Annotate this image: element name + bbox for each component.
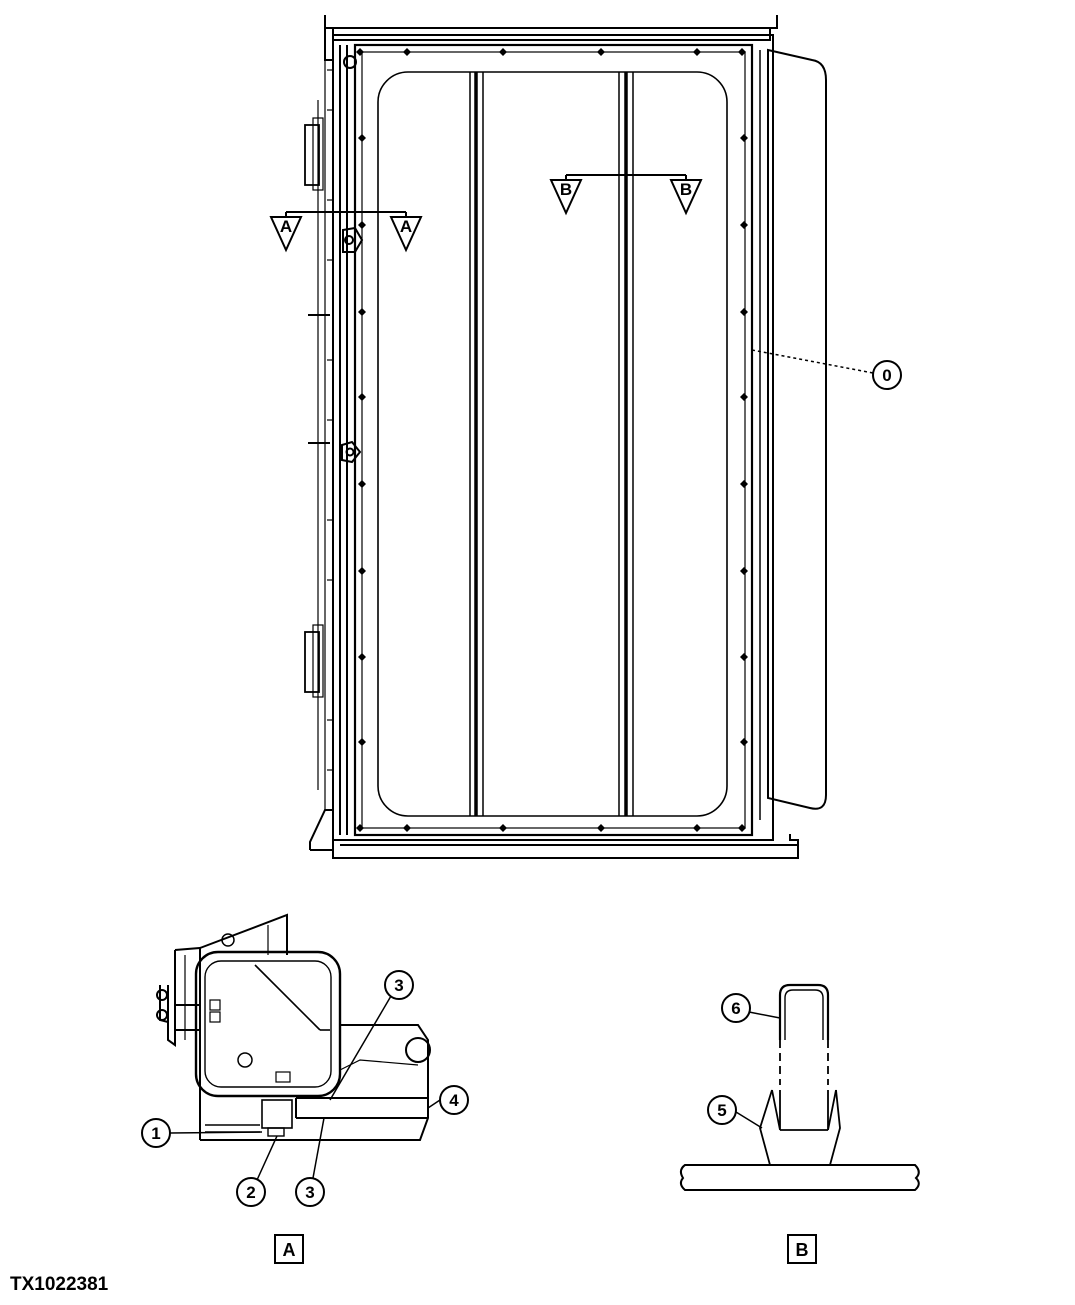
fastener-bolt: [358, 134, 366, 142]
callout-1: 1: [141, 1118, 263, 1148]
fastener-bolt: [403, 824, 411, 832]
fastener-bolt: [740, 567, 748, 575]
fastener-bolt: [740, 134, 748, 142]
callout-2: 2: [236, 1135, 278, 1207]
callout-3-top-label: 3: [394, 976, 403, 995]
fastener-bolt: [358, 738, 366, 746]
fastener-bolt: [499, 824, 507, 832]
callout-5-label: 5: [717, 1101, 726, 1120]
fastener-bolt: [356, 48, 364, 56]
view-label-a: A: [274, 1234, 304, 1264]
section-cut-a: A A: [269, 211, 423, 253]
callout-3-top: 3: [329, 970, 414, 1101]
callout-6-label: 6: [731, 999, 740, 1018]
detail-view-b: [679, 983, 920, 1191]
callout-3-bottom: 3: [295, 1117, 325, 1207]
fastener-bolt: [358, 308, 366, 316]
section-a-right-label: A: [400, 217, 412, 236]
fastener-bolt: [740, 480, 748, 488]
fastener-bolt: [358, 653, 366, 661]
callout-3-bottom-label: 3: [305, 1183, 314, 1202]
fastener-bolt: [740, 738, 748, 746]
door-assembly: [304, 15, 827, 859]
view-label-b: B: [787, 1234, 817, 1264]
fastener-bolt: [358, 567, 366, 575]
view-label-a-text: A: [283, 1240, 296, 1260]
fastener-bolt: [740, 308, 748, 316]
fastener-bolt: [738, 48, 746, 56]
section-b-right-label: B: [680, 180, 692, 199]
fastener-bolt: [358, 480, 366, 488]
fastener-bolt: [358, 221, 366, 229]
callout-6: 6: [721, 993, 781, 1023]
fastener-bolt: [403, 48, 411, 56]
section-a-left-label: A: [280, 217, 292, 236]
view-label-b-text: B: [796, 1240, 809, 1260]
callout-5: 5: [707, 1095, 763, 1129]
fastener-bolt: [740, 393, 748, 401]
fastener-bolt: [358, 393, 366, 401]
callout-4: 4: [427, 1085, 469, 1115]
section-b-left-label: B: [560, 180, 572, 199]
callout-2-label: 2: [246, 1183, 255, 1202]
fastener-bolt: [693, 824, 701, 832]
section-cut-b: B B: [549, 174, 703, 216]
fastener-bolt: [740, 221, 748, 229]
fastener-bolt: [499, 48, 507, 56]
fastener-bolt: [356, 824, 364, 832]
fastener-bolt: [740, 653, 748, 661]
fastener-bolt: [597, 48, 605, 56]
fastener-bolt: [738, 824, 746, 832]
callout-0-label: 0: [882, 366, 891, 385]
fastener-bolt: [597, 824, 605, 832]
frame-fasteners: [356, 48, 748, 832]
callout-4-label: 4: [449, 1091, 459, 1110]
fastener-bolt: [693, 48, 701, 56]
detail-view-a: [156, 913, 431, 1141]
figure-id: TX1022381: [10, 1274, 109, 1295]
callout-0: 0: [751, 349, 902, 390]
callout-1-label: 1: [151, 1124, 160, 1143]
